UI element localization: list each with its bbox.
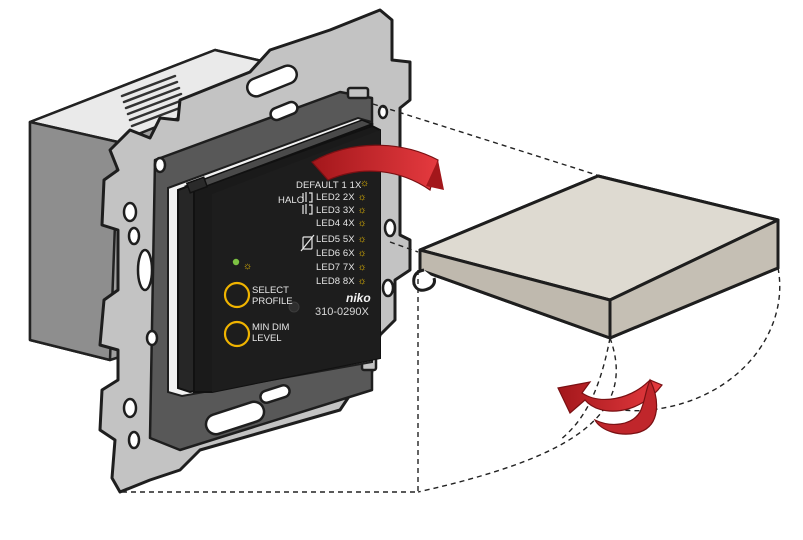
profile-row-5: LED5 5X ☼	[316, 234, 367, 245]
sensor-dot	[288, 301, 300, 313]
profile-row-1-star: ☼	[360, 178, 370, 189]
brand-logo: niko	[346, 291, 371, 305]
profile-row-2: LED2 2X ☼	[316, 192, 367, 203]
select-profile-line2: PROFILE	[252, 296, 293, 307]
select-profile-line1: SELECT	[252, 285, 289, 296]
dimmable-lamp-icon	[300, 234, 315, 252]
indicator-sun-icon: ☼	[243, 261, 253, 272]
profile-row-8: LED8 8X ☼	[316, 276, 367, 287]
min-dim-level-label: MIN DIM LEVEL	[252, 322, 289, 344]
select-profile-label: SELECT PROFILE	[252, 285, 293, 307]
profile-row-1: DEFAULT 1 1X	[296, 180, 362, 191]
select-profile-button[interactable]	[223, 281, 251, 309]
dimmer-module	[167, 116, 381, 398]
profile-row-halo: HALO	[278, 195, 305, 206]
min-dim-line1: MIN DIM	[252, 322, 290, 333]
halo-lamp-icon	[302, 192, 313, 215]
profile-row-6: LED6 6X ☼	[316, 248, 367, 259]
min-dim-level-button[interactable]	[223, 320, 251, 348]
model-number: 310-0290X	[315, 306, 369, 318]
rotate-arrow	[557, 378, 663, 435]
profile-row-3: LED3 3X ☼	[316, 205, 367, 216]
insert-arrow	[311, 144, 444, 191]
min-dim-line2: LEVEL	[252, 333, 282, 344]
profile-row-4: LED4 4X ☼	[316, 218, 367, 229]
status-led	[232, 258, 240, 266]
cover-plate	[412, 174, 780, 340]
profile-row-7: LED7 7X ☼	[316, 262, 367, 273]
